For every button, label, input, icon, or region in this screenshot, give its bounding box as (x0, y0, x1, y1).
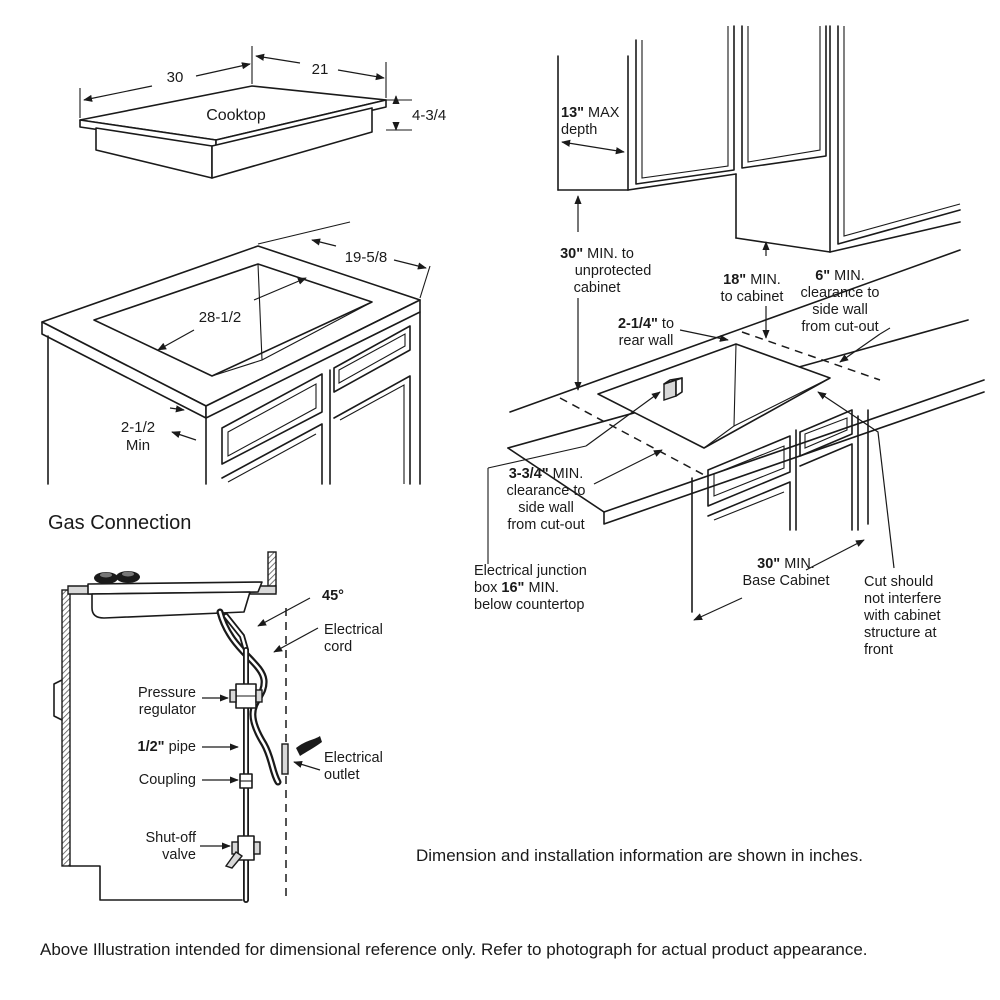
pressure-regulator-label-1: Pressure (138, 685, 196, 701)
side-left-label-1: 3-3/4" MIN. (509, 466, 584, 482)
cutout-counter-drawing (41, 221, 431, 485)
side-left-label-3: side wall (518, 500, 574, 516)
side-right-label-1: 6" MIN. (815, 268, 865, 284)
cooktop-width-label: 30 (167, 69, 184, 86)
unprotected-label-2: unprotected (575, 263, 652, 279)
rear-wall-label-1: 2-1/4" to (618, 316, 674, 332)
coupling-label: Coupling (139, 772, 196, 788)
unprotected-label-3: cabinet (574, 280, 621, 296)
to-cabinet-label-2: to cabinet (721, 289, 784, 305)
cutout-width-label: 28-1/2 (199, 309, 242, 326)
base-cabinet-label-1: 30" MIN. (757, 556, 815, 572)
cut-note-2: not interfere (864, 591, 941, 607)
pipe-label: 1/2" pipe (138, 739, 197, 755)
electrical-cord-label-1: Electrical (324, 622, 383, 638)
side-right-label-4: from cut-out (801, 319, 878, 335)
front-min-value: 2-1/2 (121, 419, 155, 436)
electrical-cord-label-2: cord (324, 639, 352, 655)
max-depth-label-1: 13" MAX (561, 105, 620, 121)
gas-connection-drawing (53, 551, 322, 903)
front-min-unit: Min (126, 437, 150, 454)
max-depth-label-2: depth (561, 122, 597, 138)
cut-note-5: front (864, 642, 893, 658)
side-left-label-4: from cut-out (507, 517, 584, 533)
footer-disclaimer: Above Illustration intended for dimensio… (40, 940, 868, 959)
cut-note-3: with cabinet (863, 608, 941, 624)
cooktop-label: Cooktop (206, 107, 266, 124)
electrical-outlet-label-1: Electrical (324, 750, 383, 766)
cooktop-drawing (79, 46, 412, 179)
side-right-label-3: side wall (812, 302, 868, 318)
electrical-outlet-label-2: outlet (324, 767, 359, 783)
cut-note-4: structure at (864, 625, 937, 641)
cooktop-depth-label: 21 (312, 61, 329, 78)
rear-wall-label-2: rear wall (619, 333, 674, 349)
junction-label-2: box 16" MIN. (474, 580, 559, 596)
angle-label: 45° (322, 588, 344, 604)
cutout-depth-label: 19-5/8 (345, 249, 388, 266)
side-left-label-2: clearance to (507, 483, 586, 499)
to-cabinet-label-1: 18" MIN. (723, 272, 781, 288)
shutoff-label-2: valve (162, 847, 196, 863)
cut-note-1: Cut should (864, 574, 933, 590)
junction-label-1: Electrical junction (474, 563, 587, 579)
units-note: Dimension and installation information a… (416, 846, 863, 865)
base-cabinet-label-2: Base Cabinet (742, 573, 829, 589)
pressure-regulator-label-2: regulator (139, 702, 196, 718)
side-right-label-2: clearance to (801, 285, 880, 301)
junction-label-3: below countertop (474, 597, 584, 613)
shutoff-label-1: Shut-off (145, 830, 196, 846)
clearance-drawing (487, 25, 985, 621)
cooktop-height-label: 4-3/4 (412, 107, 446, 124)
gas-connection-title: Gas Connection (48, 512, 191, 534)
unprotected-label-1: 30" MIN. to (560, 246, 634, 262)
